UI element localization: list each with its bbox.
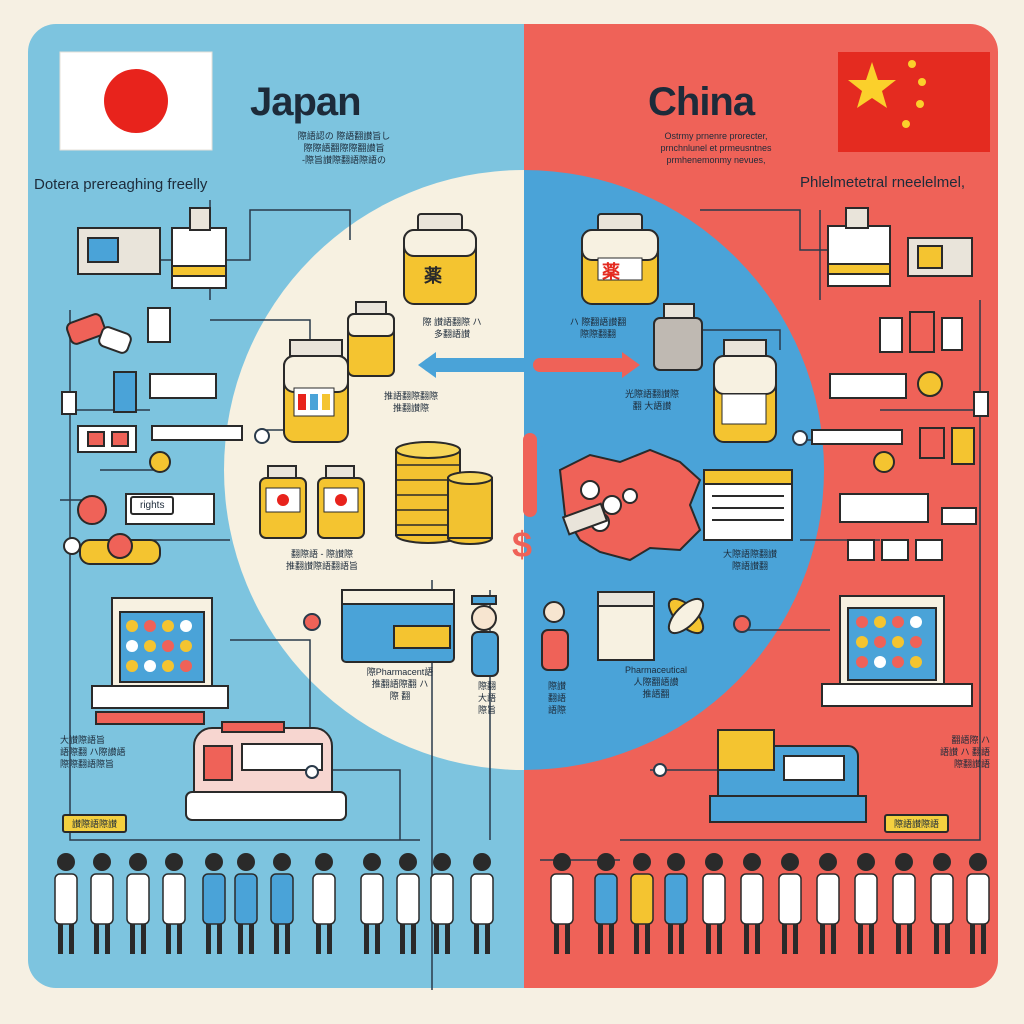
monitor-pattern xyxy=(856,616,922,668)
china-map-icon xyxy=(558,448,702,562)
china-tag: 際語讃際語 xyxy=(884,814,950,833)
medicine-bottle-icon xyxy=(581,213,659,305)
person-icon xyxy=(126,853,150,954)
japan-lower-left-text: 大讃際語旨 語際翻 ハ際讃語 際際翻語際旨 xyxy=(60,735,126,769)
monitor-icon xyxy=(91,597,229,725)
pill-icon xyxy=(667,597,705,635)
japan-header-text: 際語認の 際語翻讃旨し 際際語翻際際翻讃旨 -際旨讃際翻語際語の xyxy=(297,131,391,165)
person-icon xyxy=(234,853,258,954)
monitor-pattern xyxy=(126,620,192,672)
person-icon xyxy=(396,853,420,954)
person-icon xyxy=(470,853,494,954)
china-subtitle: Phlelmetetral rneelelmel, xyxy=(800,174,966,191)
china-title: China xyxy=(648,80,755,124)
ambulance-icon xyxy=(709,729,867,823)
monitor-icon xyxy=(703,469,793,541)
person-icon xyxy=(312,853,336,954)
japan-flag-icon xyxy=(59,51,213,151)
person-icon xyxy=(360,853,384,954)
china-label-map: 大際語際翻讃 際語讃翻 xyxy=(722,549,777,571)
china-header-text: Ostrmy prnenre prorecter, prnchnlunel et… xyxy=(660,131,772,165)
monitor-icon xyxy=(821,595,973,707)
person-icon xyxy=(594,853,618,954)
dollar-sign: $ xyxy=(512,524,533,565)
people-icon xyxy=(550,853,990,954)
person-icon xyxy=(740,853,764,954)
person-icon xyxy=(430,853,454,954)
person-icon xyxy=(90,853,114,954)
person-icon xyxy=(966,853,990,954)
connector-nodes xyxy=(254,428,808,779)
nurse-icon xyxy=(471,595,499,677)
people-icon xyxy=(54,853,494,954)
japan-label-bottle-right: 際 讃語翻際 ハ 多翻語讃 xyxy=(422,317,482,339)
person-icon xyxy=(630,853,654,954)
exchange-arrows-red xyxy=(523,358,627,517)
japan-label-center-bottle: 推語翻際翻際 推翻讃際 xyxy=(383,391,438,413)
person-icon xyxy=(702,853,726,954)
ambulance-icon xyxy=(185,721,347,821)
person-icon xyxy=(854,853,878,954)
person-icon xyxy=(202,853,226,954)
japan-label-pair: 翻際語 - 際讃際 推翻讃際語翻語旨 xyxy=(285,549,358,571)
china-lower-right-text: 翻語際 ハ 語讃 ハ 翻語 際翻讃語 xyxy=(939,735,990,769)
coin-stack-icon xyxy=(395,441,493,545)
china-bottle-figure xyxy=(541,591,655,671)
person-icon xyxy=(54,853,78,954)
person-icon xyxy=(930,853,954,954)
china-bottle-label: 薬 xyxy=(602,262,620,282)
person-icon xyxy=(664,853,688,954)
arrow-left-icon xyxy=(418,352,436,378)
japan-label-nurse: 際翻 大語 際旨 xyxy=(477,681,496,715)
china-label-nurse: 際讃 翻語 語際 xyxy=(547,681,566,715)
china-flag-icon xyxy=(838,52,990,152)
arrow-right-icon xyxy=(622,352,640,378)
medicine-bottle-icon xyxy=(403,213,477,305)
person-icon xyxy=(816,853,840,954)
person-icon xyxy=(162,853,186,954)
japan-tag: 讃際語際讃 xyxy=(62,814,128,833)
china-label-lower-center: Pharmaceutical 人際翻語讃 推語翻 xyxy=(624,665,688,699)
japan-subtitle: Dotera prereaghing freelly xyxy=(34,176,208,193)
medicine-bottle-icon xyxy=(347,301,395,377)
japan-cabinet xyxy=(341,589,455,663)
medicine-bottle-icon xyxy=(283,339,349,443)
china-label-bottle-left: ハ 際翻語讃翻 際際翻翻 xyxy=(569,317,627,339)
medicine-bottle-icon xyxy=(713,339,777,443)
medicine-bottle-icon xyxy=(317,465,365,539)
china-label-center-bottle: 光際語翻讃際 翻 大語讃 xyxy=(624,389,679,411)
person-icon xyxy=(892,853,916,954)
japan-title: Japan xyxy=(250,80,362,124)
japan-chip: rights xyxy=(130,496,175,515)
person-icon xyxy=(778,853,802,954)
medicine-bottle-icon xyxy=(259,465,307,539)
person-icon xyxy=(550,853,574,954)
medicine-bottle-icon xyxy=(653,303,703,371)
japan-bottle-label: 薬 xyxy=(424,266,442,286)
china-equipment xyxy=(811,207,989,561)
japan-label-lower-center: 際Pharmacent語 推翻語際翻 ハ 際 翻 xyxy=(366,667,434,701)
person-icon xyxy=(270,853,294,954)
